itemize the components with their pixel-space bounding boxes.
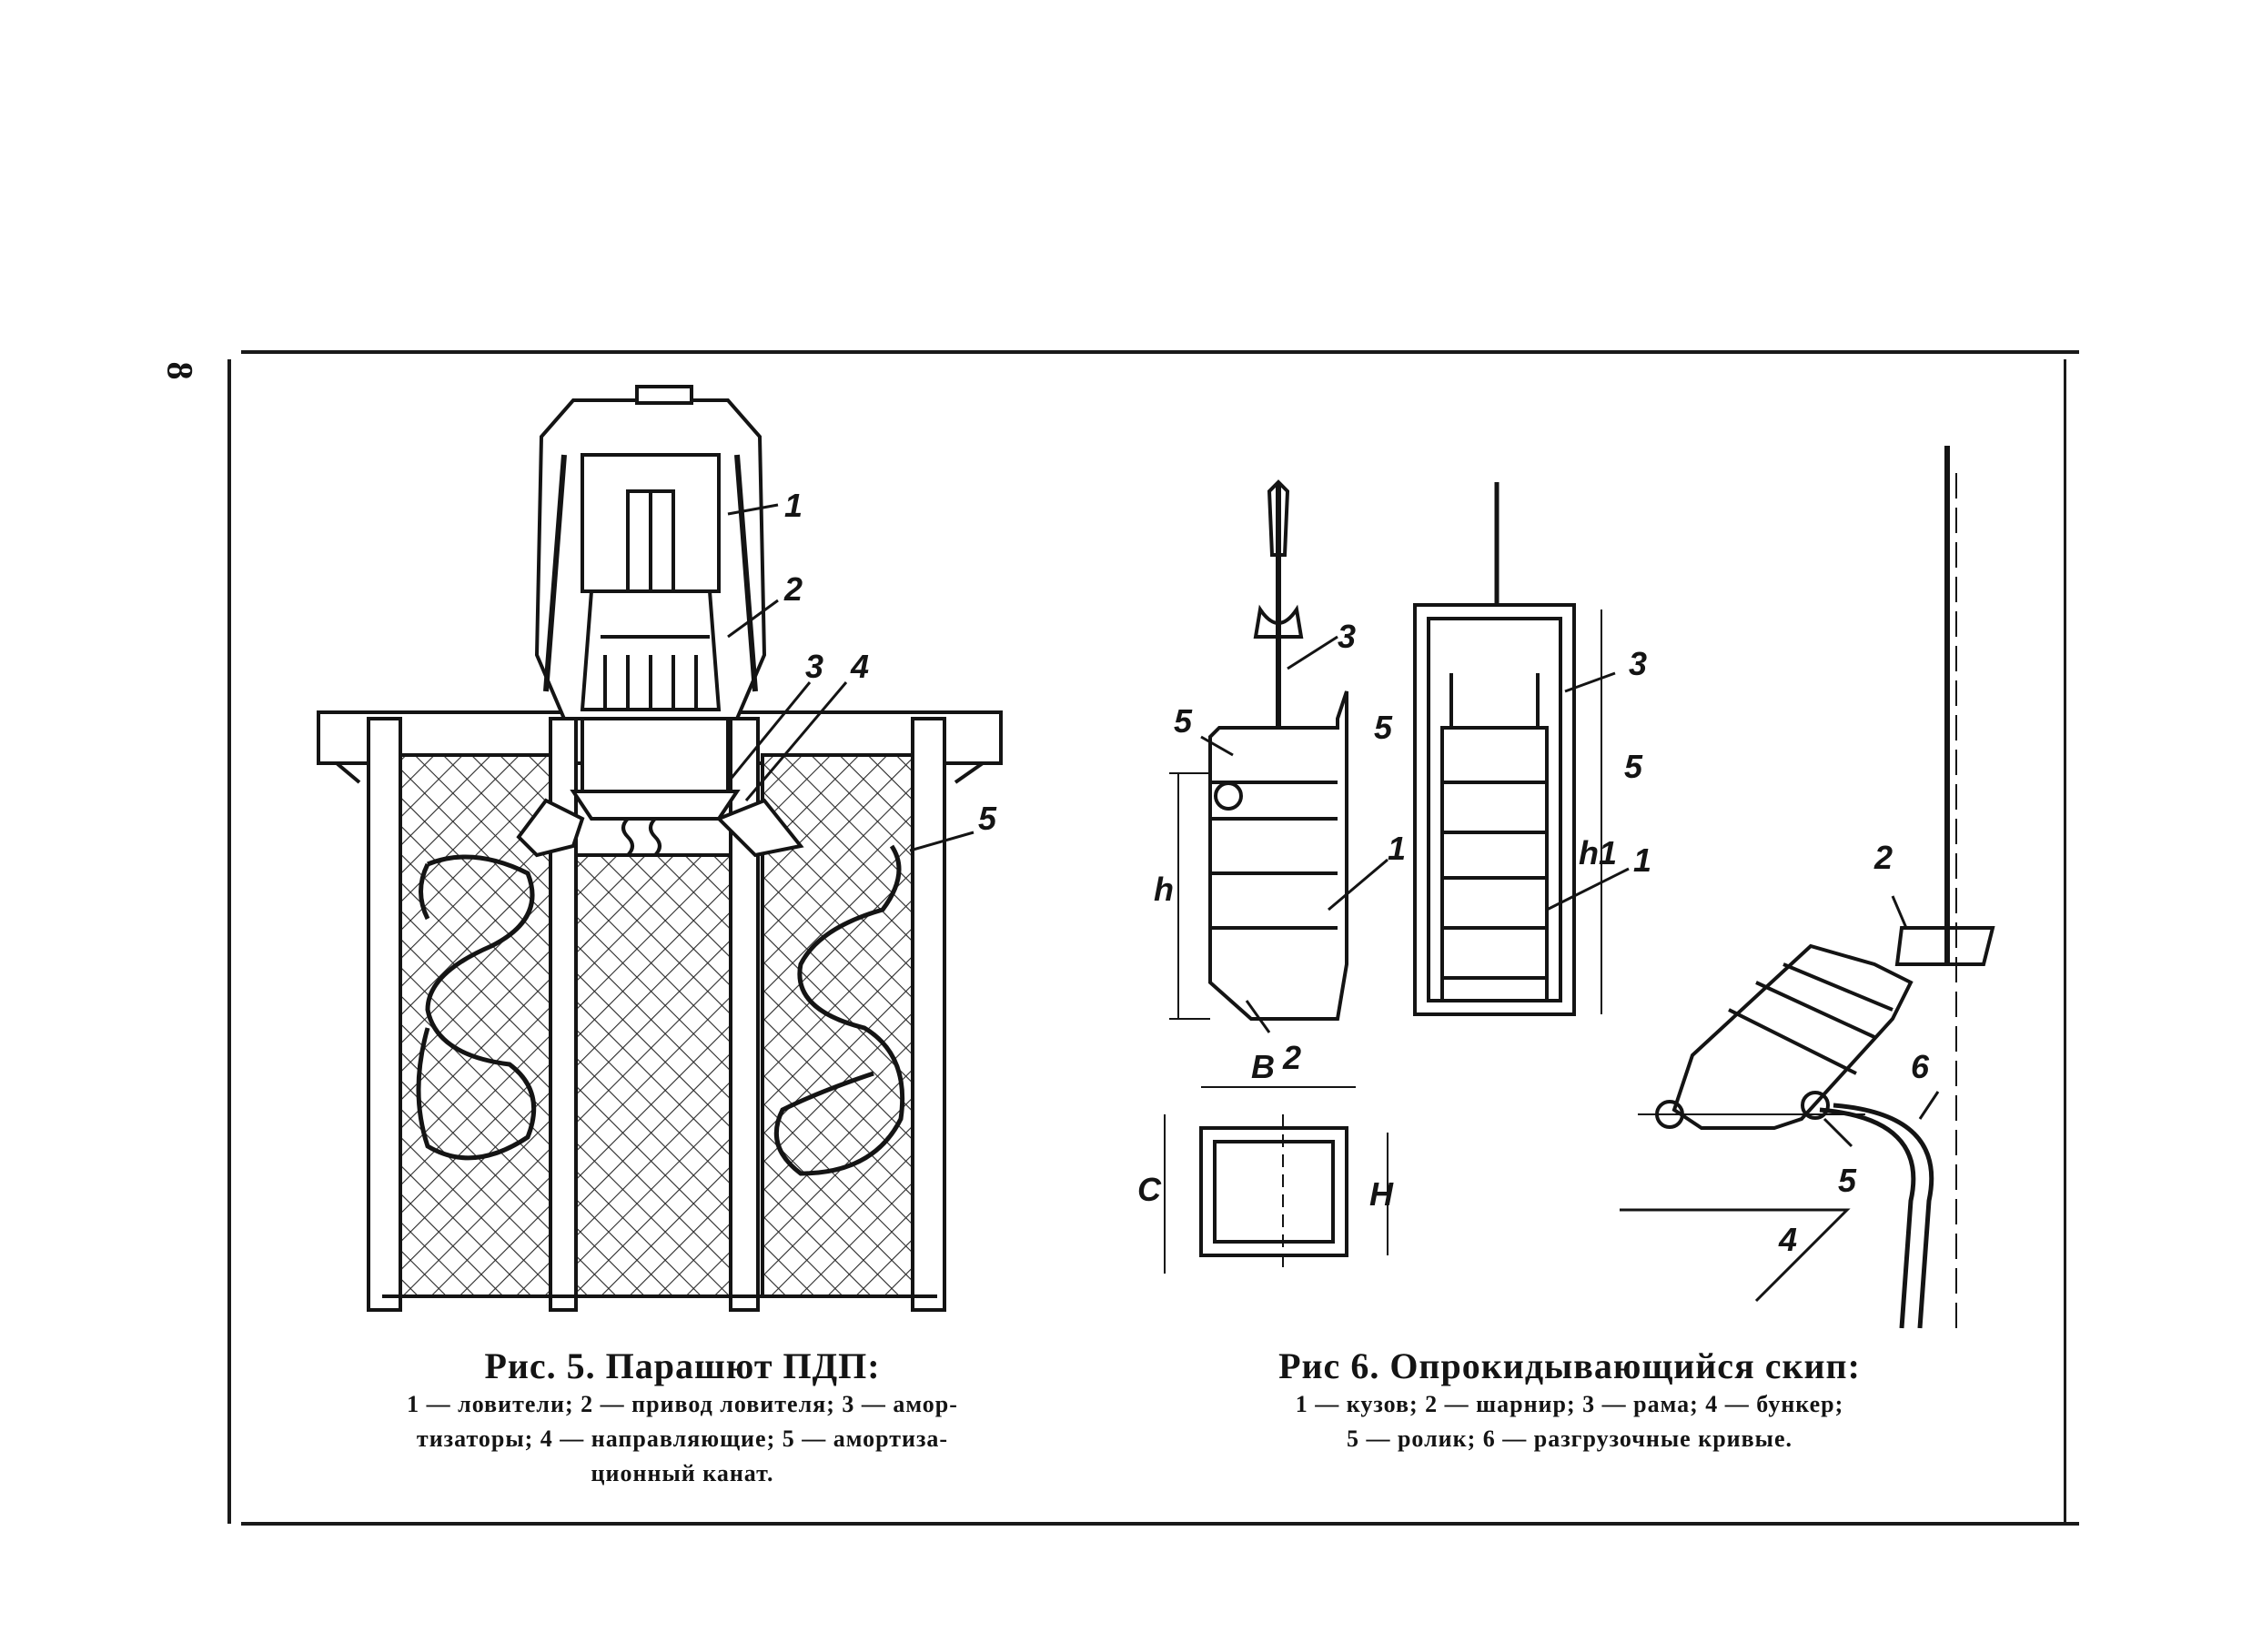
fig6-label-5d: 5: [1838, 1162, 1857, 1199]
fig5-label-4: 4: [850, 648, 869, 685]
fig6-label-1a: 1: [1388, 830, 1406, 867]
figure6-labels: 3 3 5 5 5 1 1 2 2 6 5 4 h h1 B C H: [1137, 618, 1930, 1258]
fig6-dim-C: C: [1137, 1171, 1162, 1208]
figure6-title: Рис 6. Опрокидывающийся скип:: [1278, 1345, 1861, 1386]
fig6-label-3a: 3: [1338, 618, 1356, 655]
fig5-label-3: 3: [805, 648, 823, 685]
fig5-label-1: 1: [784, 487, 803, 524]
figure5-legend-line3: ционный канат.: [591, 1460, 774, 1486]
figure6-legend-line2: 5 — ролик; 6 — разгрузочные кривые.: [1346, 1425, 1793, 1452]
fig6-dim-h1: h1: [1579, 834, 1617, 871]
figure5-title: Рис. 5. Парашют ПДП:: [484, 1345, 881, 1386]
figure6-skip-drawing: [1164, 446, 1995, 1329]
fig6-label-2b: 2: [1873, 839, 1893, 876]
right-rule: [2064, 359, 2066, 1524]
figure5-legend-line1: 1 — ловители; 2 — привод ловителя; 3 — а…: [407, 1391, 958, 1417]
fig6-label-2a: 2: [1282, 1039, 1301, 1076]
fig6-label-1b: 1: [1633, 841, 1651, 879]
fig6-label-5a: 5: [1174, 702, 1193, 740]
figure5-legend-line2: тизаторы; 4 — направляющие; 5 — амортиза…: [416, 1425, 949, 1452]
bottom-rule: [241, 1522, 2079, 1526]
left-rule: [227, 359, 231, 1524]
fig6-dim-h: h: [1154, 871, 1174, 908]
fig5-label-2: 2: [783, 570, 803, 608]
top-rule: [241, 350, 2079, 354]
figure5-caption: Рис. 5. Парашют ПДП: 1 — ловители; 2 — п…: [346, 1345, 1019, 1491]
fig5-label-5: 5: [978, 800, 997, 837]
fig6-label-5b: 5: [1374, 709, 1393, 746]
figure6-legend-line1: 1 — кузов; 2 — шарнир; 3 — рама; 4 — бун…: [1295, 1391, 1844, 1417]
fig6-dim-B: B: [1251, 1048, 1275, 1085]
figure6-caption: Рис 6. Опрокидывающийся скип: 1 — кузов;…: [1169, 1345, 1970, 1456]
fig6-dim-H: H: [1369, 1175, 1394, 1213]
fig6-label-6: 6: [1911, 1048, 1930, 1085]
fig6-label-4: 4: [1778, 1221, 1797, 1258]
figure5-labels: 1 2 3 4 5: [783, 487, 997, 837]
fig6-label-5c: 5: [1624, 748, 1643, 785]
figure5-parachute-drawing: [317, 385, 1003, 1312]
fig6-label-3b: 3: [1629, 645, 1647, 682]
